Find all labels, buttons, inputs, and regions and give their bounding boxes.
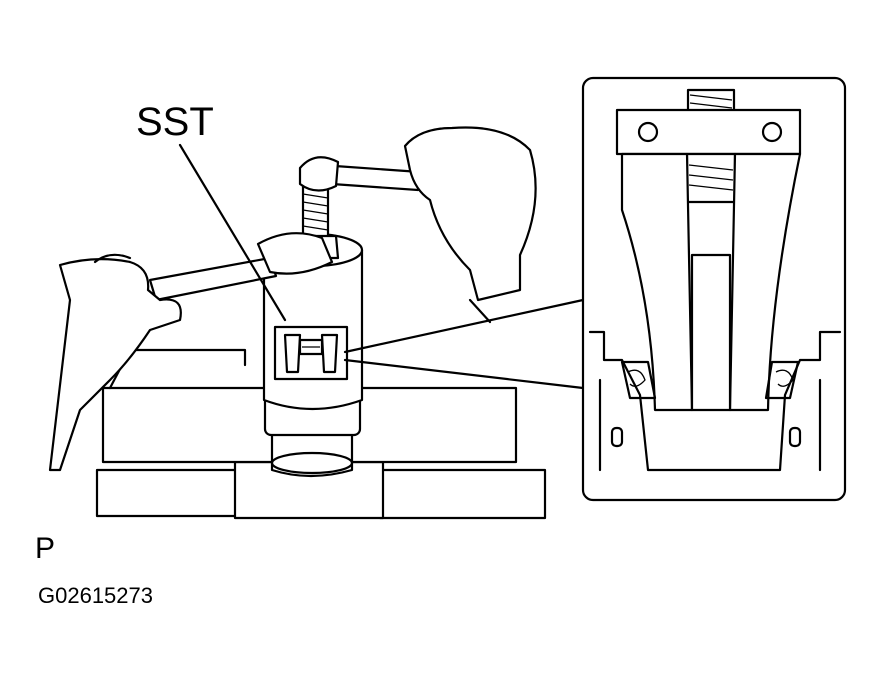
sst-leader-line — [178, 143, 287, 322]
view-code-label: P — [35, 532, 56, 565]
figure-id-label: G02615273 — [38, 583, 153, 608]
sst-label: SST — [136, 100, 214, 144]
right-hand — [403, 126, 537, 324]
detail-callout-lines — [343, 298, 585, 390]
upper-wrench — [298, 156, 422, 192]
left-hand — [48, 253, 182, 472]
detail-inset — [581, 76, 847, 502]
lower-wrench — [148, 232, 334, 302]
